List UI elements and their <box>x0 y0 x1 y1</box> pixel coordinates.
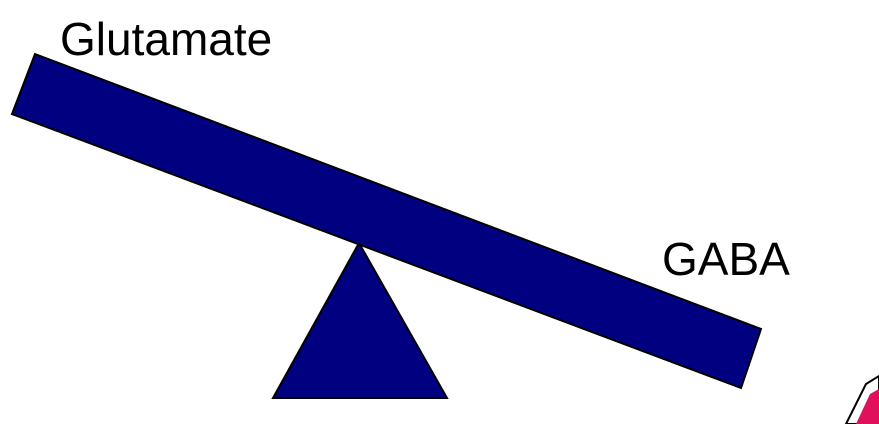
glutamate-label: Glutamate <box>60 16 272 62</box>
corner-badge-icon <box>846 376 879 424</box>
gaba-label: GABA <box>662 236 790 282</box>
